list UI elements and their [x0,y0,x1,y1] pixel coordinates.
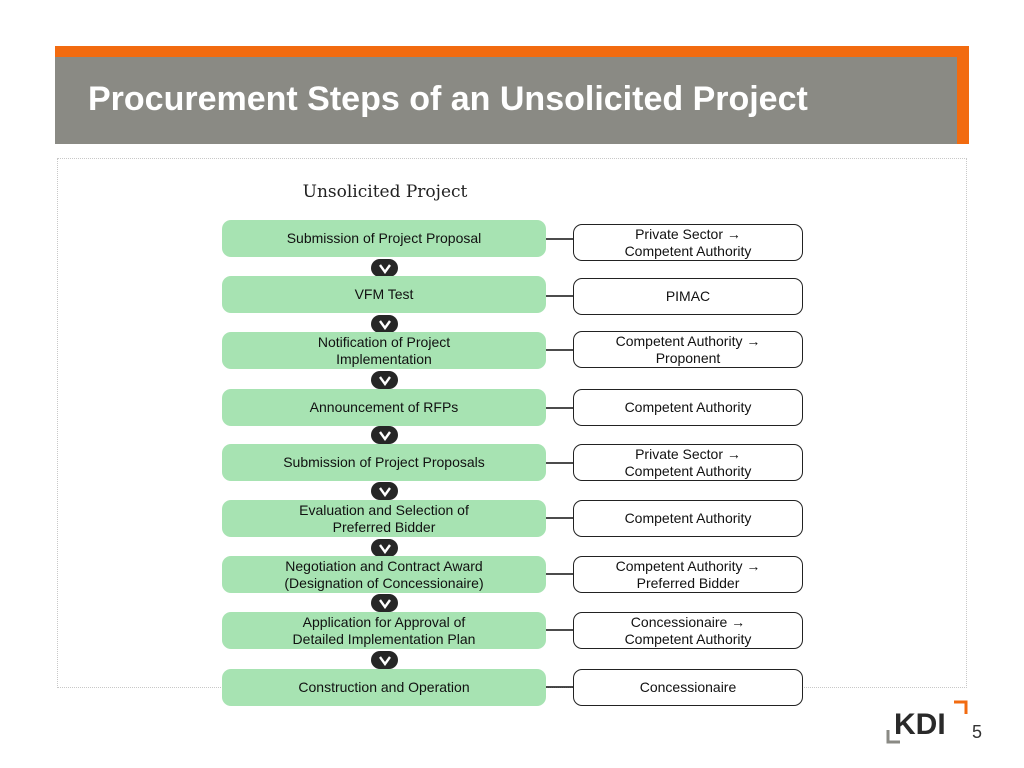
party-box: Private Sector → Competent Authority [573,224,803,261]
chevron-down-icon [371,482,398,500]
party-box: Competent Authority → Proponent [573,331,803,368]
step-label: Negotiation and Contract Award (Designat… [284,557,484,591]
step-box: Evaluation and Selection of Preferred Bi… [222,500,546,537]
flow-heading: Unsolicited Project [302,182,468,202]
step-box: Notification of Project Implementation [222,332,546,369]
party-label: Private Sector → Competent Authority [624,225,752,259]
step-label: Submission of Project Proposals [283,454,485,470]
step-label: Submission of Project Proposal [286,230,482,246]
logo-text: KDI [894,708,946,741]
slide-title: Procurement Steps of an Unsolicited Proj… [88,80,808,118]
party-label: Competent Authority [624,399,752,415]
page-number: 5 [972,722,983,742]
chevron-down-icon [371,315,398,333]
party-label: PIMAC [665,288,711,304]
party-box: Competent Authority [573,500,803,537]
party-box: Private Sector → Competent Authority [573,444,803,481]
party-label: Competent Authority → Preferred Bidder [615,557,761,591]
step-box: Submission of Project Proposal [222,220,546,257]
step-box: Announcement of RFPs [222,389,546,426]
step-label: Application for Approval of Detailed Imp… [292,613,476,647]
step-box: Negotiation and Contract Award (Designat… [222,556,546,593]
step-label: Announcement of RFPs [309,399,459,415]
party-label: Private Sector → Competent Authority [624,445,752,479]
party-box: PIMAC [573,278,803,315]
party-label: Concessionaire [639,679,737,695]
party-box: Concessionaire [573,669,803,706]
party-label: Concessionaire → Competent Authority [624,613,752,647]
party-box: Competent Authority [573,389,803,426]
party-label: Competent Authority [624,510,752,526]
step-label: VFM Test [354,286,414,302]
step-label: Notification of Project Implementation [317,333,451,367]
chevron-down-icon [371,426,398,444]
chevron-down-icon [371,259,398,277]
chevron-down-icon [371,539,398,557]
step-box: Application for Approval of Detailed Imp… [222,612,546,649]
step-label: Construction and Operation [298,679,470,695]
party-box: Concessionaire → Competent Authority [573,612,803,649]
step-box: Construction and Operation [222,669,546,706]
title-bar [55,57,957,144]
step-label: Evaluation and Selection of Preferred Bi… [299,501,469,535]
step-box: VFM Test [222,276,546,313]
chevron-down-icon [371,651,398,669]
party-label: Competent Authority → Proponent [615,332,761,366]
chevron-down-icon [371,594,398,612]
chevron-down-icon [371,371,398,389]
step-box: Submission of Project Proposals [222,444,546,481]
party-box: Competent Authority → Preferred Bidder [573,556,803,593]
kdi-logo: KDI [886,700,968,744]
